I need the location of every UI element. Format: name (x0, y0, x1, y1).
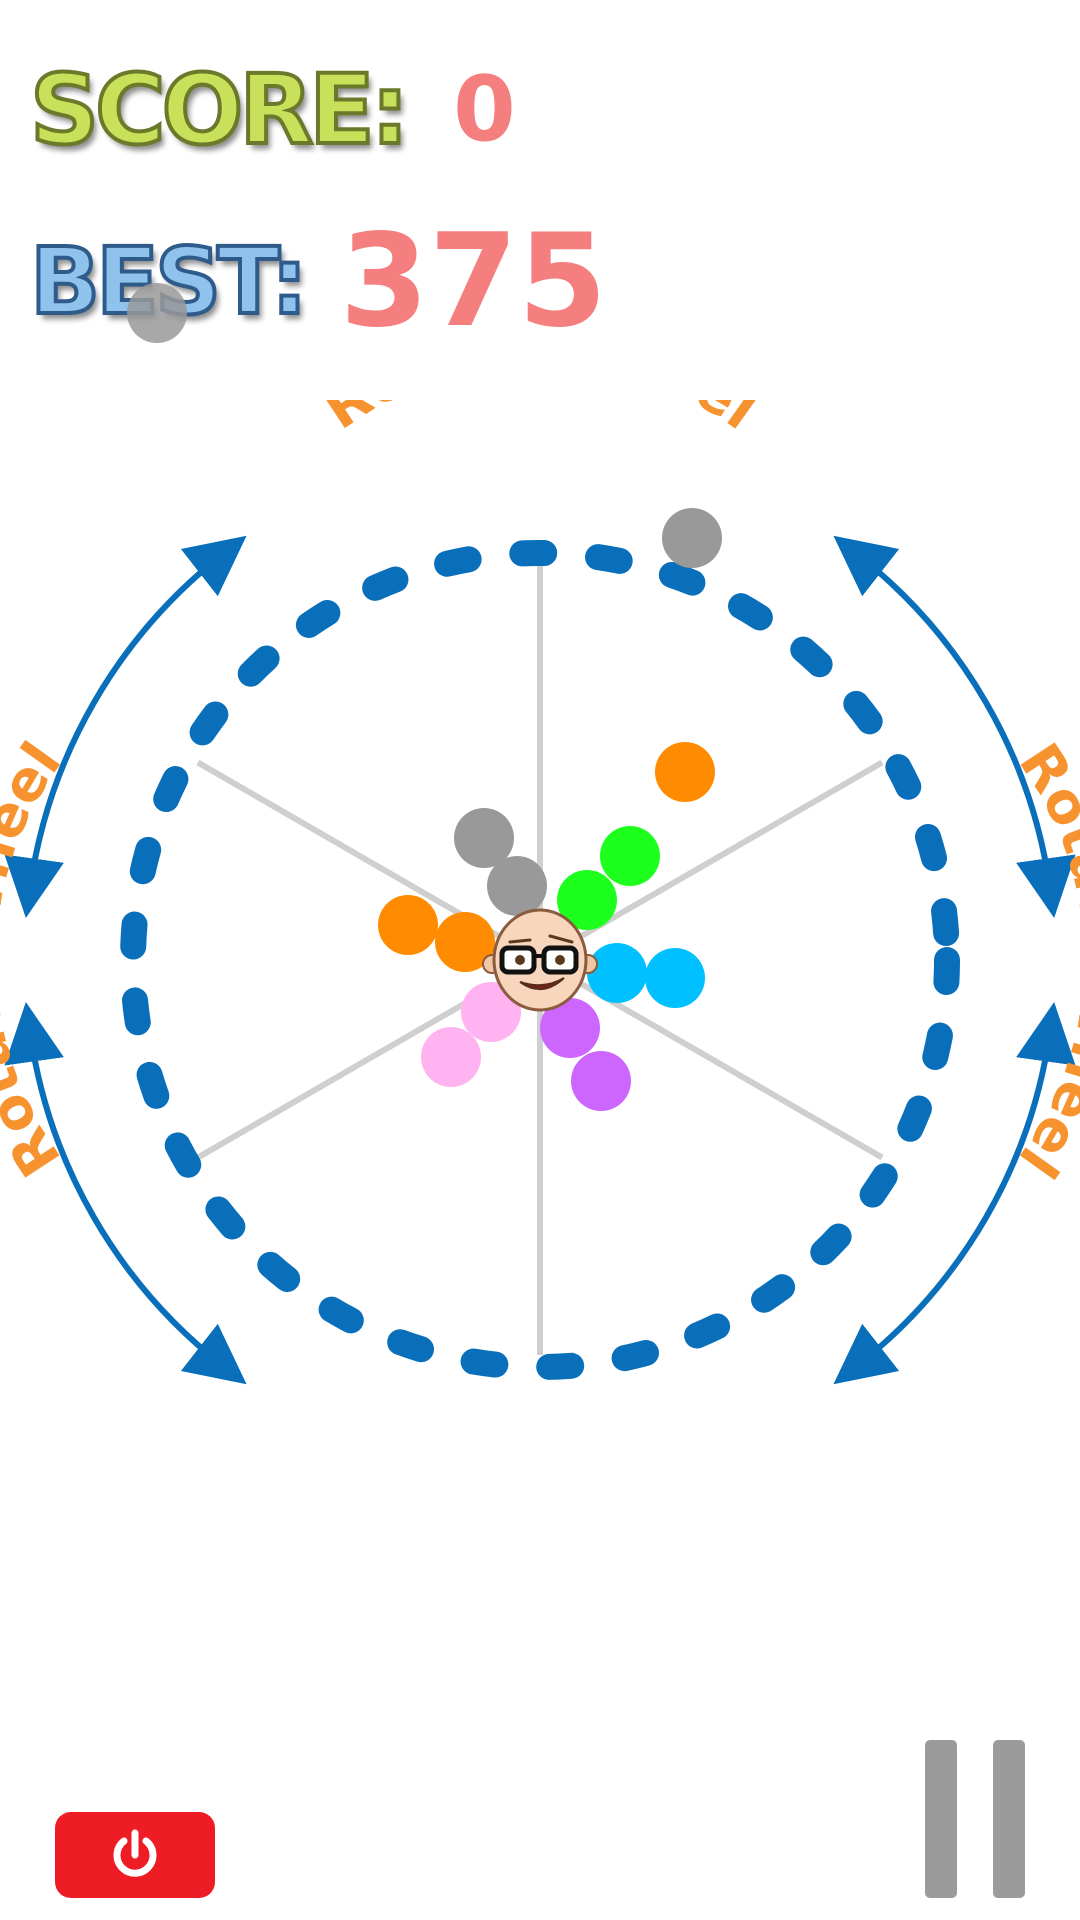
dashed-track (120, 540, 960, 1380)
score-label: SCORE: (28, 54, 411, 166)
rotate-label-bottom: Rotate Wheel (311, 1487, 767, 1500)
gray-ball-icon (662, 508, 722, 568)
rotate-arrow-icon (833, 535, 1076, 919)
best-value: 375 (339, 207, 607, 356)
rotate-arrow-icon (4, 1001, 247, 1385)
green-ball-icon (557, 870, 617, 930)
rotate-label-right: Rotate Wheel (1006, 732, 1080, 1188)
pause-button[interactable] (925, 1740, 1025, 1898)
rotate-label-top: Rotate Wheel (312, 400, 768, 443)
orange-ball-icon (435, 912, 495, 972)
power-icon (113, 1829, 157, 1877)
purple-ball-icon (540, 998, 600, 1058)
orange-ball-icon (378, 895, 438, 955)
cyan-ball-icon (645, 948, 705, 1008)
pause-icon-bar-left (925, 1740, 957, 1898)
falling-gray-ball (127, 283, 187, 343)
green-ball-icon (600, 826, 660, 886)
rotate-wheel[interactable]: Rotate Wheel Rotate Wheel Rotate Wheel R… (0, 400, 1080, 1500)
wheel-spoke (538, 759, 884, 963)
pink-ball-icon (421, 1027, 481, 1087)
rotate-arrows (4, 535, 1076, 1385)
purple-ball-icon (571, 1051, 631, 1111)
pause-icon-bar-right (993, 1740, 1025, 1898)
power-button[interactable] (55, 1812, 215, 1898)
score-row: SCORE: 0 (28, 54, 516, 166)
orange-ball-icon (655, 742, 715, 802)
character-face-icon (482, 908, 598, 1012)
gray-ball-icon (487, 856, 547, 916)
gray-ball-icon (454, 808, 514, 868)
best-row: BEST: 375 (28, 207, 607, 356)
cyan-ball-icon (587, 943, 647, 1003)
rotate-label-left: Rotate Wheel (0, 731, 74, 1187)
pink-ball-icon (461, 982, 521, 1042)
ball-cluster (378, 508, 722, 1111)
rotate-arrow-icon (833, 1001, 1076, 1385)
rotate-arrow-icon (4, 535, 247, 919)
score-value: 0 (453, 57, 516, 162)
